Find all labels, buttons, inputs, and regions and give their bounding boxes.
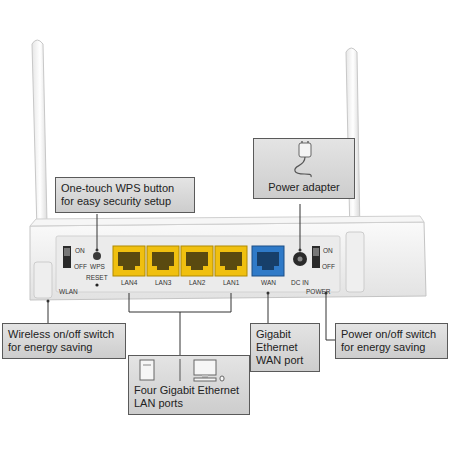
callout-icon [283,141,327,179]
port-label: LAN2 [189,279,205,287]
callout-text: Power on/off switch for energy saving [341,328,442,354]
port-label: WLAN [59,288,78,296]
port-label: POWER [306,288,331,296]
port-label: LAN1 [223,279,239,287]
port-label: LAN3 [155,279,171,287]
port-label: WAN [261,279,276,287]
port-label: OFF [74,263,87,271]
port-label: ON [323,247,333,255]
callout-text: One-touch WPS button for easy security s… [61,182,189,208]
callout-box: One-touch WPS button for easy security s… [55,177,195,213]
callout-box: Wireless on/off switch for energy saving [2,323,126,359]
callout-box: Power on/off switch for energy saving [335,323,448,359]
callout-text: Power adapter [259,181,349,194]
callout-text: Wireless on/off switch for energy saving [8,328,120,354]
callout-text: Four Gigabit Ethernet LAN ports [134,384,244,410]
callout-box: Gigabit Ethernet WAN port [250,323,320,372]
port-label: WPS [90,263,105,271]
port-label: OFF [322,263,335,271]
callout-text: Gigabit Ethernet WAN port [256,328,314,367]
callout-icon [134,358,244,382]
port-label: RESET [86,274,108,282]
port-label: LAN4 [121,279,137,287]
port-label: DC IN [291,279,309,287]
port-label: ON [75,247,85,255]
